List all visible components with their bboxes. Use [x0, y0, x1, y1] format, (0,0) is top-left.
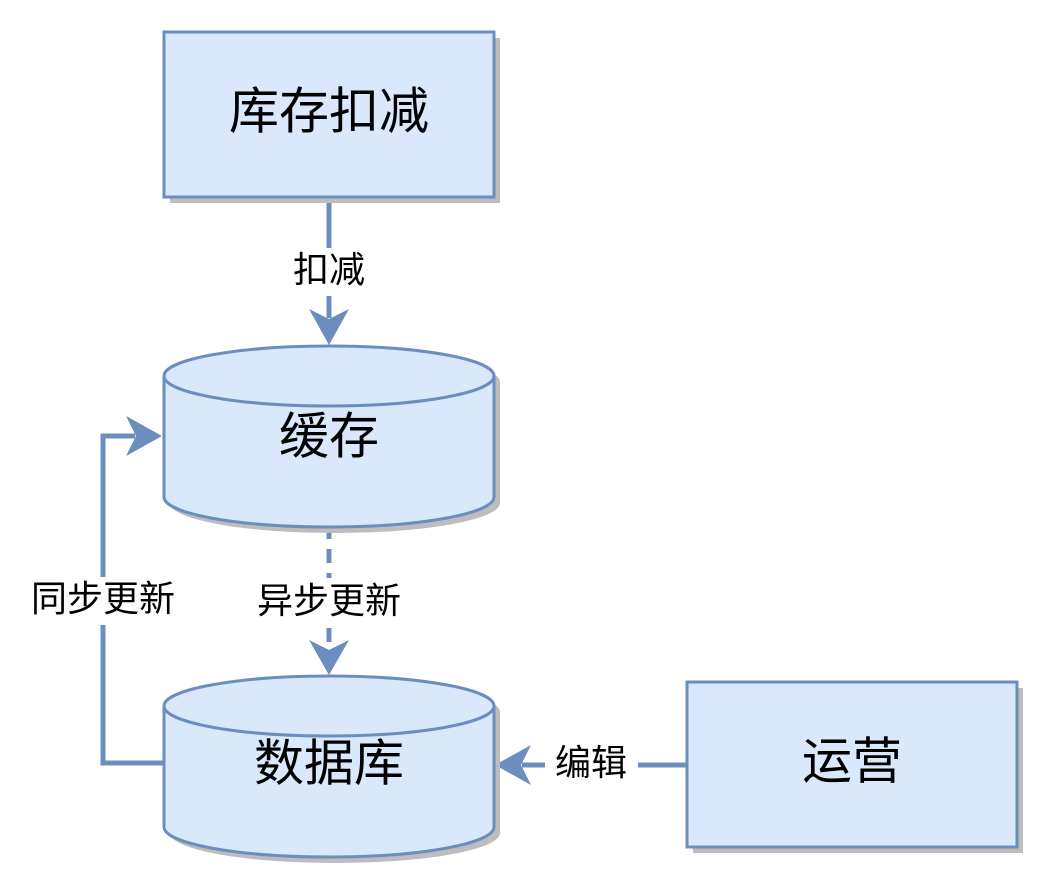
- arrowhead-right-icon: [126, 416, 162, 456]
- node-cache: 缓存: [162, 344, 500, 533]
- edge-label-edit: 编辑: [555, 743, 627, 784]
- edge-sync-update: [100, 416, 163, 766]
- edge-label-sync-update: 同步更新: [31, 579, 175, 620]
- node-label-inventory-deduct: 库存扣减: [229, 83, 429, 141]
- edge-label-async-update: 异步更新: [257, 581, 401, 622]
- arrowhead-down-icon: [309, 309, 349, 345]
- node-label-operations: 运营: [802, 733, 902, 791]
- node-label-cache: 缓存: [279, 408, 379, 466]
- node-database: 数据库: [162, 674, 500, 863]
- edge-label-deduct: 扣减: [293, 250, 365, 291]
- arrowhead-down-icon: [309, 640, 349, 675]
- edge-edit: [495, 745, 687, 785]
- edge-async-update: [309, 525, 349, 675]
- edge-deduct: [309, 197, 349, 345]
- node-label-database: 数据库: [254, 735, 404, 793]
- node-inventory-deduct: 库存扣减: [162, 30, 500, 203]
- arrowhead-left-icon: [495, 745, 531, 785]
- node-operations: 运营: [685, 680, 1023, 853]
